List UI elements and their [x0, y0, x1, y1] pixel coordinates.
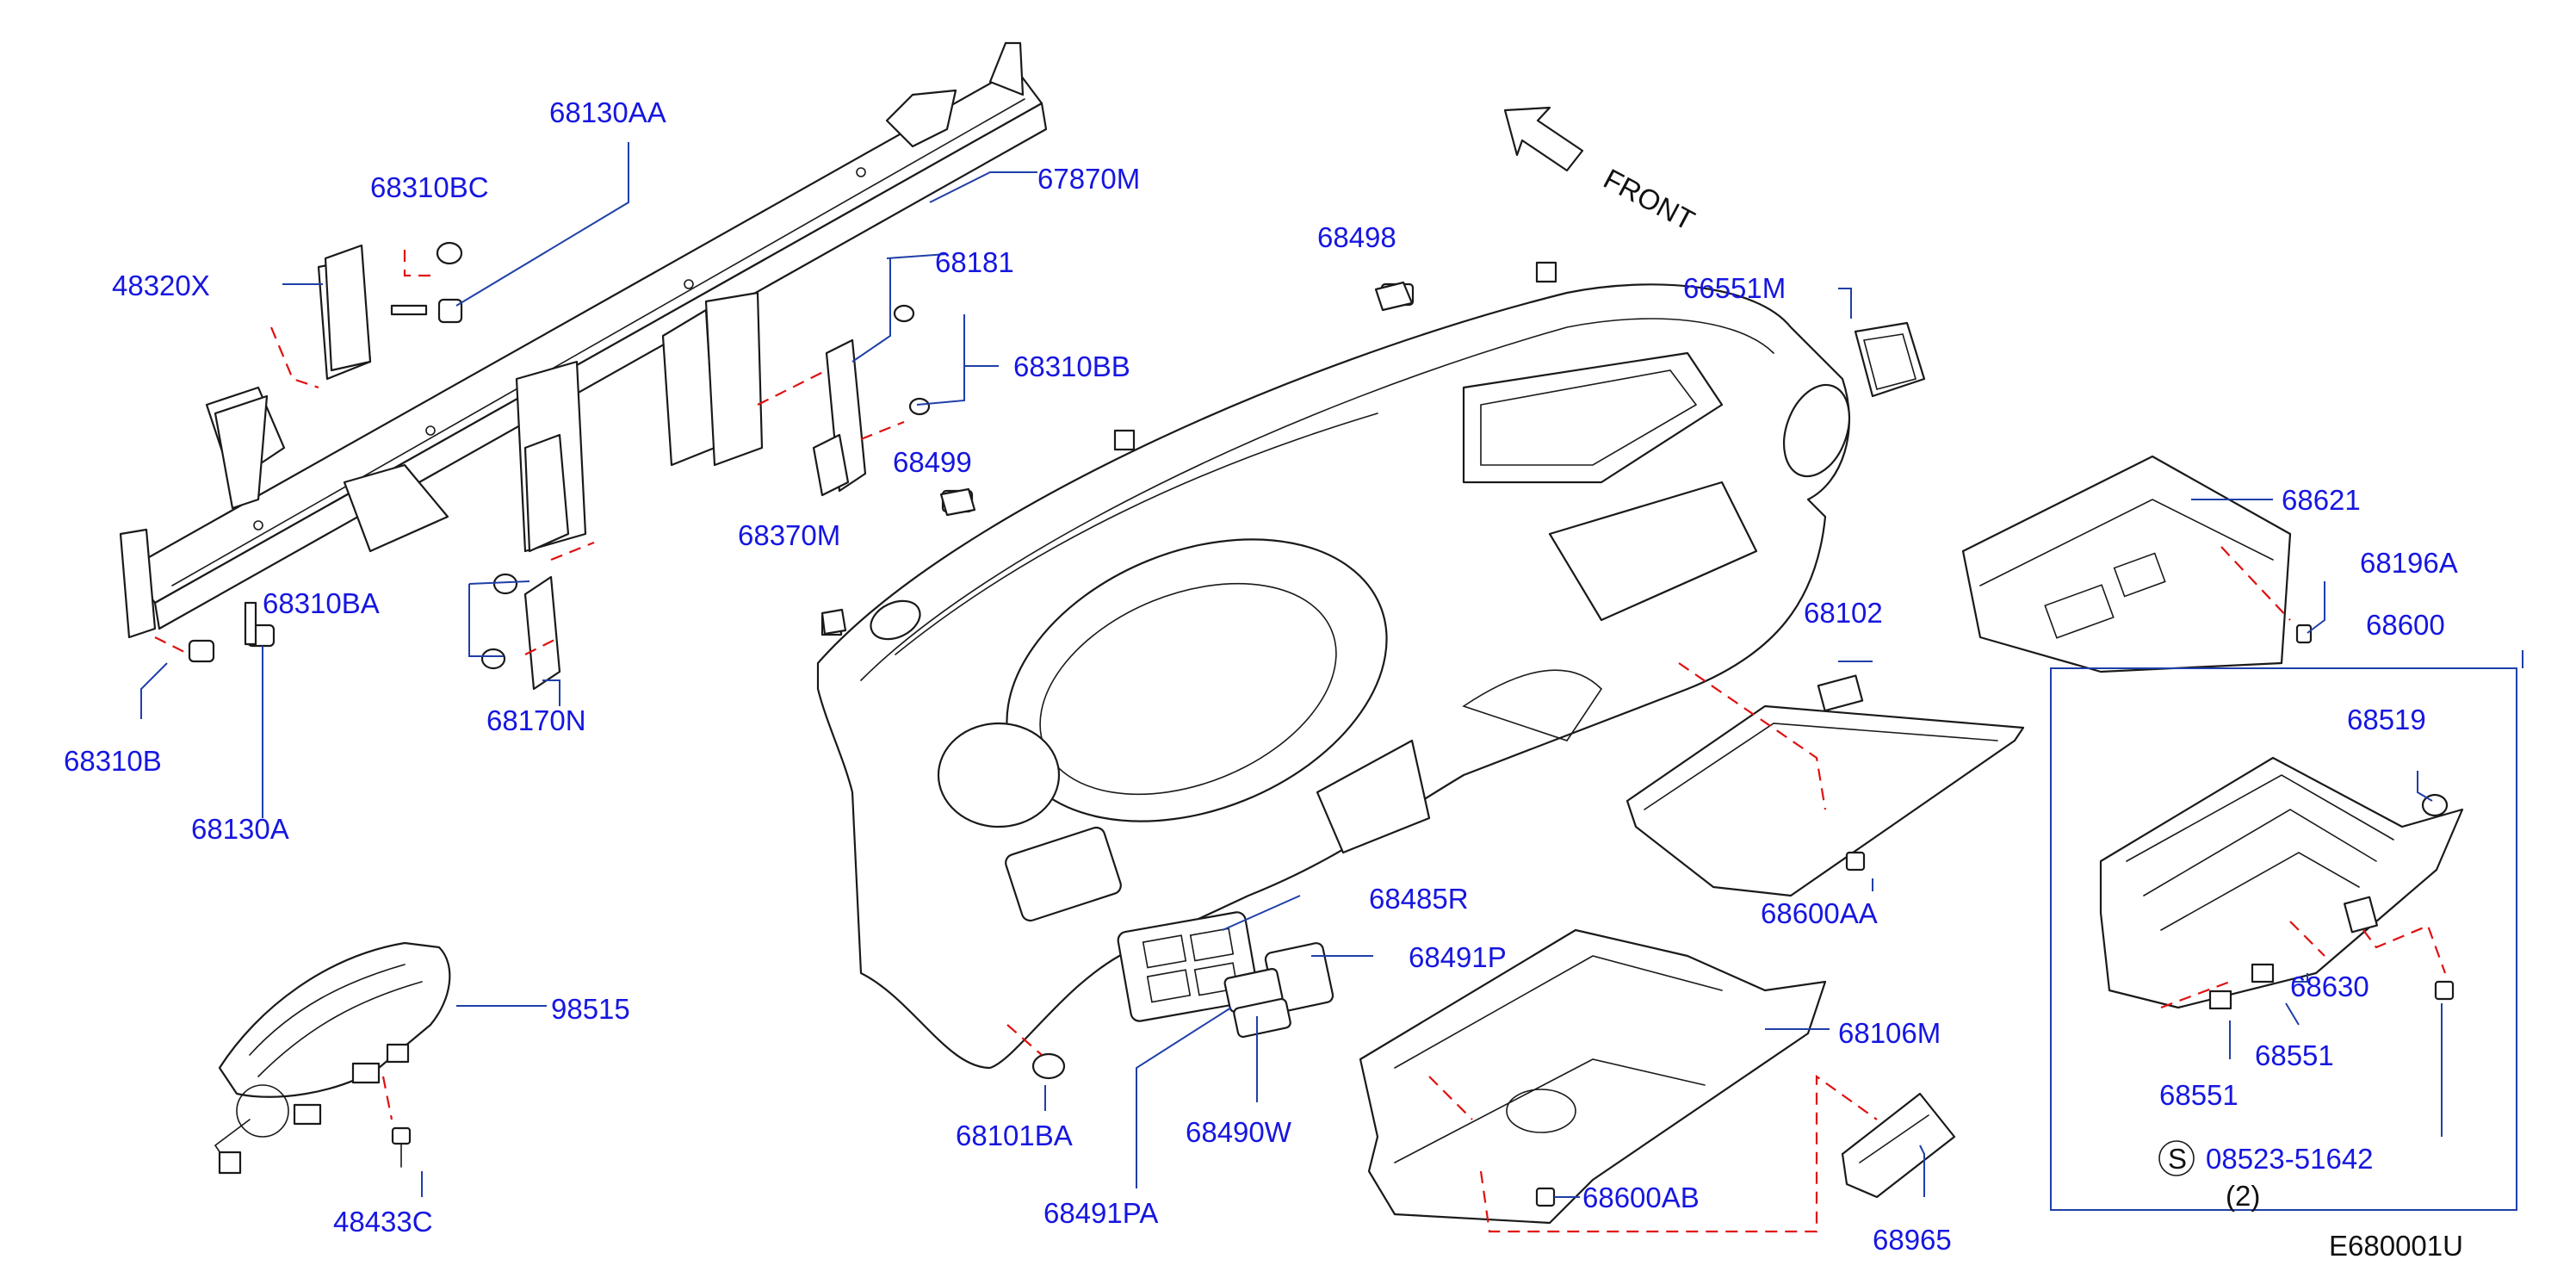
drawing-code: E680001U [2329, 1230, 2463, 1262]
glovebox-68600 [2050, 667, 2517, 1211]
label-68600: 68600 [2366, 609, 2445, 641]
service-symbol: S [2168, 1143, 2187, 1175]
clip-68600ab [1535, 1187, 1556, 1207]
label-68551-b: 68551 [2255, 1039, 2334, 1071]
label-68310ba: 68310BA [263, 587, 380, 619]
label-08523-51642: 08523-51642 [2206, 1143, 2374, 1175]
airbag-module-98515 [214, 941, 451, 1175]
latch-68630 [2344, 896, 2378, 934]
label-68130aa: 68130AA [549, 96, 666, 128]
label-68310b: 68310B [64, 745, 162, 777]
stopper-68519 [2421, 793, 2449, 817]
front-label: FRONT [1599, 163, 1700, 237]
label-68600aa: 68600AA [1761, 897, 1878, 929]
label-67870m: 67870M [1037, 163, 1140, 195]
bracket-68170n [523, 575, 561, 691]
label-68498: 68498 [1317, 221, 1396, 253]
service-symbol-circle [2158, 1140, 2195, 1176]
striker-68551-b [2208, 990, 2232, 1010]
front-arrow [1503, 106, 1584, 172]
bracket-48320x [324, 244, 372, 372]
leader-lines [140, 142, 2523, 1198]
cap-68498 [1374, 281, 1414, 312]
label-68600ab: 68600AB [1582, 1182, 1700, 1213]
label-68485r: 68485R [1369, 883, 1469, 915]
assembly-frame [2050, 667, 2517, 1211]
label-68130a: 68130A [191, 813, 289, 845]
label-68491p: 68491P [1409, 941, 1507, 973]
label-68490w: 68490W [1186, 1116, 1292, 1148]
dashed-guides [154, 250, 2447, 1233]
label-68101ba: 68101BA [956, 1120, 1073, 1151]
lower-cover-68106m [1359, 928, 1827, 1225]
label-68965: 68965 [1873, 1224, 1952, 1256]
clip-68600aa [1845, 851, 1866, 872]
label-68106m: 68106M [1838, 1017, 1941, 1049]
label-68370m: 68370M [738, 519, 840, 551]
label-68499: 68499 [893, 446, 972, 478]
label-68519: 68519 [2347, 704, 2426, 735]
label-68621: 68621 [2282, 484, 2361, 516]
label-98515: 98515 [551, 993, 630, 1025]
vent-66551m [1854, 321, 1926, 398]
bracket-68965 [1841, 1092, 1956, 1199]
covers-68491p [1223, 942, 1334, 1039]
instrument-panel [816, 283, 1850, 1070]
label-68170n: 68170N [486, 704, 586, 736]
cap-68499 [939, 487, 976, 517]
glovebox-housing-68621 [1961, 455, 2292, 673]
under-cover-68102 [1625, 674, 2025, 897]
label-68310bb: 68310BB [1013, 351, 1130, 382]
screw-68196a [2295, 623, 2313, 644]
label-68630: 68630 [2290, 971, 2369, 1002]
label-68102: 68102 [1804, 597, 1883, 629]
clip-68101ba [1031, 1052, 1066, 1080]
bolt-48433c [391, 1126, 412, 1168]
service-qty: (2) [2226, 1180, 2260, 1212]
label-68491pa: 68491PA [1043, 1197, 1158, 1229]
screw-08523 [2434, 980, 2455, 1001]
striker-68551 [2251, 963, 2275, 983]
label-66551m: 66551M [1683, 272, 1786, 304]
label-68551-a: 68551 [2159, 1079, 2239, 1111]
label-68181: 68181 [935, 246, 1014, 278]
label-68310bc: 68310BC [370, 171, 489, 203]
label-68196a: 68196A [2360, 547, 2458, 579]
label-48433c: 48433C [333, 1206, 433, 1238]
steering-member-67870m [119, 41, 1048, 639]
label-48320x: 48320X [112, 270, 210, 301]
bracket-68181 [812, 338, 867, 497]
clip-68370m [820, 608, 847, 636]
